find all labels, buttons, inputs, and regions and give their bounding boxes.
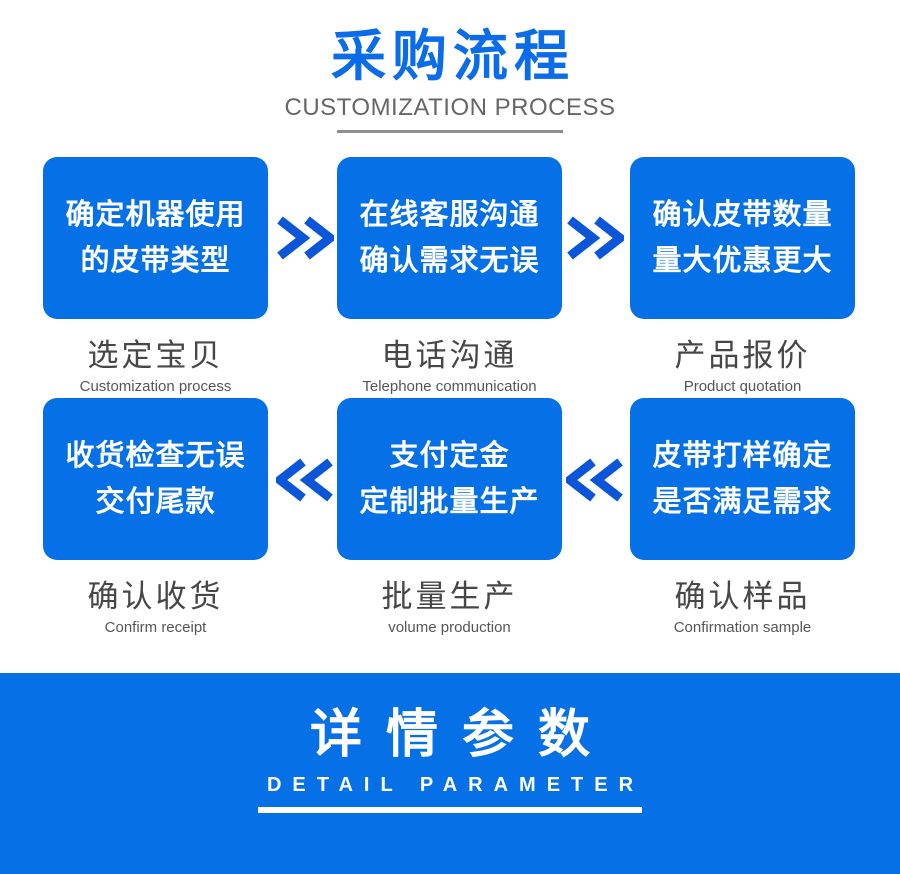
step-box-line1: 确认皮带数量 xyxy=(652,199,833,231)
step-product-quotation: 确认皮带数量 量大优惠更大 产品报价 Product quotation xyxy=(630,157,855,395)
detail-parameter-banner: 详情参数 DETAIL PARAMETER xyxy=(0,673,900,874)
step-label-cn: 确认样品 xyxy=(674,579,811,614)
step-box: 支付定金 定制批量生产 xyxy=(337,398,562,560)
step-box-line1: 收货检查无误 xyxy=(65,440,246,472)
step-label-en: Product quotation xyxy=(683,378,802,395)
step-volume-production: 支付定金 定制批量生产 批量生产 volume production xyxy=(337,398,562,636)
double-chevron-right-icon xyxy=(277,216,334,260)
step-box-line2: 量大优惠更大 xyxy=(652,245,833,277)
page-subtitle: CUSTOMIZATION PROCESS xyxy=(284,93,616,121)
step-select-product: 确定机器使用 的皮带类型 选定宝贝 Customization process xyxy=(43,157,268,395)
step-label-cn: 产品报价 xyxy=(674,338,811,373)
step-label-cn: 选定宝贝 xyxy=(87,338,224,373)
step-box-line1: 在线客服沟通 xyxy=(359,199,540,231)
step-confirm-sample: 皮带打样确定 是否满足需求 确认样品 Confirmation sample xyxy=(630,398,855,636)
step-label-en: Telephone communication xyxy=(362,378,537,395)
step-box-line2: 交付尾款 xyxy=(95,486,216,518)
page-header: 采购流程 CUSTOMIZATION PROCESS xyxy=(0,26,900,133)
banner-underline xyxy=(258,807,642,814)
step-label-en: Confirm receipt xyxy=(104,619,207,636)
step-label-cn: 确认收货 xyxy=(87,579,224,614)
step-label-en: volume production xyxy=(388,619,511,636)
step-label-en: Confirmation sample xyxy=(673,619,812,636)
step-box: 皮带打样确定 是否满足需求 xyxy=(630,398,855,560)
step-box: 确定机器使用 的皮带类型 xyxy=(43,157,268,319)
header-underline xyxy=(337,129,563,133)
step-box-line1: 确定机器使用 xyxy=(65,199,246,231)
double-chevron-left-icon xyxy=(276,458,333,502)
step-confirm-receipt: 收货检查无误 交付尾款 确认收货 Confirm receipt xyxy=(43,398,268,636)
step-box: 收货检查无误 交付尾款 xyxy=(43,398,268,560)
double-chevron-right-icon xyxy=(567,216,624,260)
double-chevron-left-icon xyxy=(566,458,623,502)
step-box: 在线客服沟通 确认需求无误 xyxy=(337,157,562,319)
step-label-cn: 电话沟通 xyxy=(381,338,518,373)
step-box-line2: 定制批量生产 xyxy=(359,486,540,518)
step-box-line2: 的皮带类型 xyxy=(80,245,231,277)
banner-title-en: DETAIL PARAMETER xyxy=(266,774,645,797)
page-title: 采购流程 xyxy=(330,25,575,87)
banner-title-cn: 详情参数 xyxy=(309,706,614,764)
step-box-line2: 确认需求无误 xyxy=(359,245,540,277)
step-label-en: Customization process xyxy=(79,378,232,395)
step-box-line1: 支付定金 xyxy=(389,440,510,472)
step-box: 确认皮带数量 量大优惠更大 xyxy=(630,157,855,319)
step-phone-communication: 在线客服沟通 确认需求无误 电话沟通 Telephone communicati… xyxy=(337,157,562,395)
step-label-cn: 批量生产 xyxy=(381,579,518,614)
step-box-line1: 皮带打样确定 xyxy=(652,440,833,472)
step-box-line2: 是否满足需求 xyxy=(652,486,833,518)
